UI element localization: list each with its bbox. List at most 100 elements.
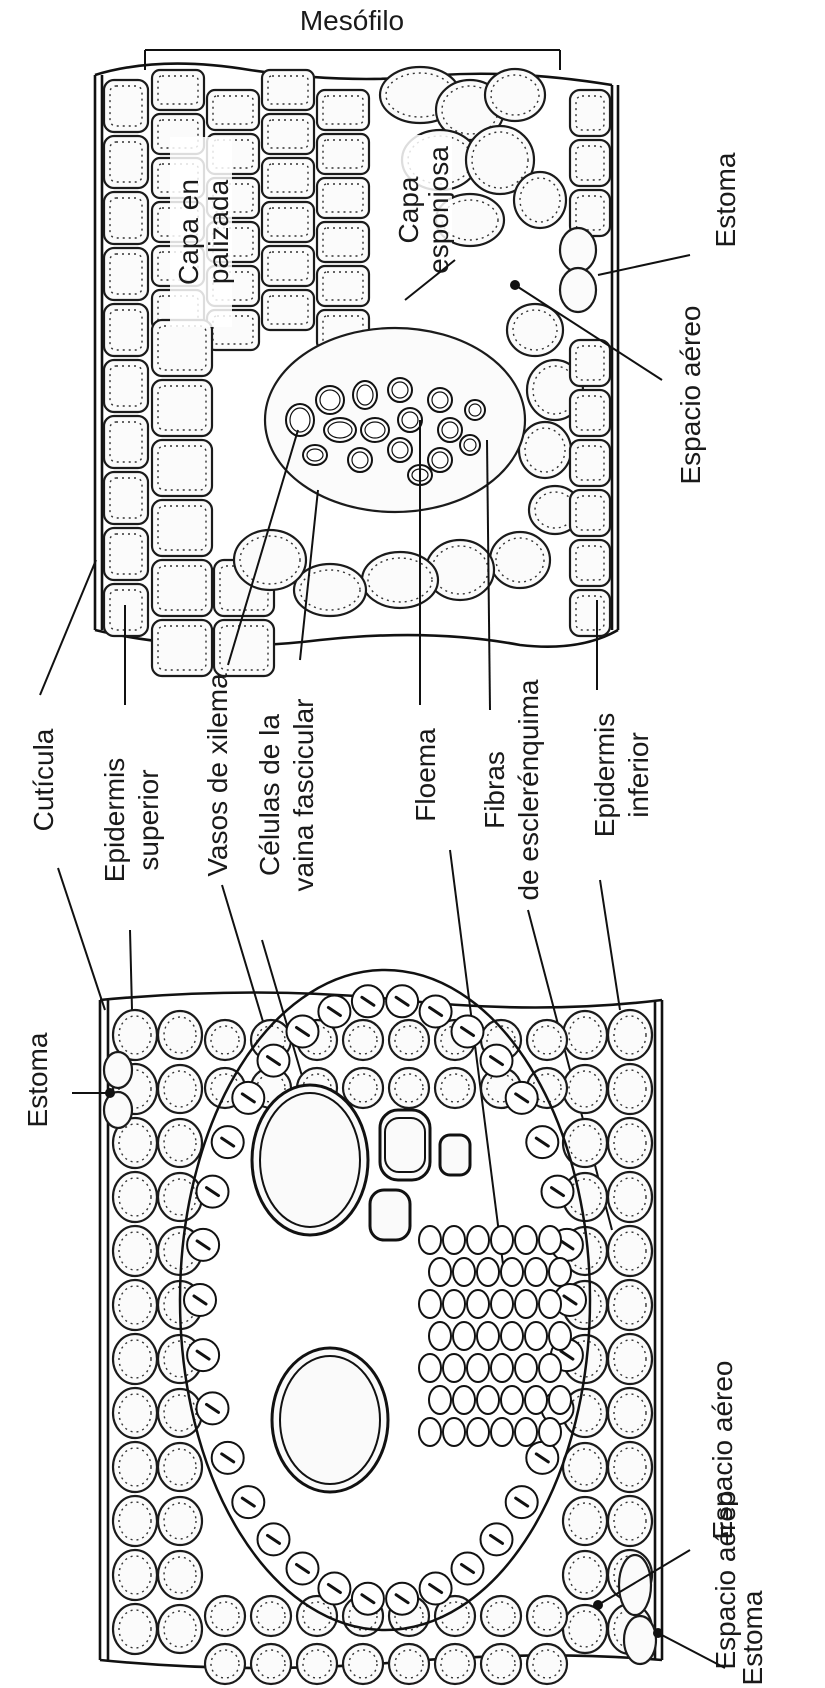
svg-text:vaina fascicular: vaina fascicular — [288, 699, 319, 892]
spongy-cell — [507, 304, 563, 356]
phloem-cell — [539, 1418, 561, 1446]
phloem-cell — [549, 1386, 571, 1414]
phloem-cell — [515, 1354, 537, 1382]
svg-text:Fibras: Fibras — [479, 751, 510, 829]
phloem-cell — [419, 1418, 441, 1446]
phloem-cell — [443, 1226, 465, 1254]
svg-text:Cutícula: Cutícula — [28, 728, 59, 831]
phloem-cell — [515, 1290, 537, 1318]
bundle-cell — [460, 435, 480, 455]
label-floema: Floema — [410, 728, 441, 822]
phloem-cell — [549, 1258, 571, 1286]
phloem-cell — [467, 1226, 489, 1254]
label-estoma-top: Estoma — [710, 152, 741, 247]
palisade-cell — [152, 440, 212, 496]
lower-epidermis-cells — [570, 90, 610, 636]
phloem-cell — [501, 1258, 523, 1286]
phloem-cell — [429, 1258, 451, 1286]
label-espacio-aereo-top: Espacio aéreo — [675, 305, 706, 484]
svg-text:de esclerénquima: de esclerénquima — [513, 679, 544, 900]
label-mesofilo: Mesófilo — [300, 5, 404, 36]
phloem-cell — [539, 1226, 561, 1254]
palisade-cell — [152, 500, 212, 556]
phloem-cell — [419, 1354, 441, 1382]
phloem-cell — [467, 1418, 489, 1446]
phloem-cell — [477, 1386, 499, 1414]
svg-text:Epidermis: Epidermis — [589, 713, 620, 837]
label-estoma-left: Estoma — [22, 1032, 53, 1127]
phloem-cell — [525, 1322, 547, 1350]
svg-text:Floema: Floema — [410, 728, 441, 822]
svg-text:Estoma: Estoma — [737, 1590, 768, 1685]
svg-text:Estoma: Estoma — [710, 152, 741, 247]
palisade-cell — [152, 380, 212, 436]
phloem-cell — [501, 1386, 523, 1414]
spongy-cell — [362, 552, 438, 608]
label-epidermis-superior: Epidermis superior — [99, 758, 164, 882]
lower-leaf-section — [100, 970, 662, 1684]
label-vasos-xilema: Vasos de xilema — [202, 673, 233, 877]
xylem-vessel-small-3 — [440, 1135, 470, 1175]
phloem-cell — [443, 1418, 465, 1446]
leader-cuticula-up — [40, 560, 96, 695]
spongy-cell — [519, 422, 571, 478]
phloem-cell — [467, 1354, 489, 1382]
phloem-cell — [453, 1258, 475, 1286]
label-capa-empalizada: Capa en palizada — [170, 137, 234, 327]
phloem-cell — [491, 1290, 513, 1318]
spongy-cell — [490, 532, 550, 588]
phloem-cell — [419, 1290, 441, 1318]
phloem-cell — [443, 1354, 465, 1382]
phloem-cell — [429, 1322, 451, 1350]
phloem-cell — [501, 1322, 523, 1350]
xylem-vessel-large-2 — [272, 1348, 388, 1492]
stoma-guard-cell-2 — [560, 268, 596, 312]
phloem-cell — [491, 1226, 513, 1254]
label-cuticula: Cutícula — [28, 728, 59, 831]
phloem-cell — [429, 1386, 451, 1414]
phloem-cell — [539, 1354, 561, 1382]
label-celulas-vaina: Células de la vaina fascicular — [254, 699, 319, 892]
leader-cuticula-down — [58, 868, 105, 1010]
phloem-cell — [443, 1290, 465, 1318]
mesofilo-bracket: Mesófilo — [145, 5, 560, 70]
svg-text:Estoma: Estoma — [22, 1032, 53, 1127]
svg-text:Capa en: Capa en — [173, 179, 204, 285]
svg-text:Espacio aéreo: Espacio aéreo — [675, 305, 706, 484]
palisade-cell — [152, 320, 212, 376]
spongy-cell — [485, 69, 545, 121]
xylem-vessel-small-2 — [370, 1190, 410, 1240]
svg-text:esponjosa: esponjosa — [423, 146, 454, 274]
vascular-bundle-upper — [265, 328, 525, 512]
phloem-cell — [539, 1290, 561, 1318]
stoma-lower-right-1 — [619, 1555, 651, 1615]
svg-text:Vasos de xilema: Vasos de xilema — [202, 673, 233, 877]
spongy-cell — [514, 172, 566, 228]
leader-epidermis-inferior-down — [600, 880, 620, 1010]
palisade-cell — [214, 620, 274, 676]
phloem-cell — [453, 1322, 475, 1350]
label-epidermis-inferior: Epidermis inferior — [589, 713, 654, 837]
phloem-cell — [525, 1386, 547, 1414]
phloem-cell — [477, 1258, 499, 1286]
phloem-cell — [467, 1290, 489, 1318]
phloem-cell — [525, 1258, 547, 1286]
palisade-cell — [152, 560, 212, 616]
svg-text:Epidermis: Epidermis — [99, 758, 130, 882]
svg-text:palizada: palizada — [203, 179, 234, 284]
xylem-vessel-large-1 — [252, 1085, 368, 1235]
label-estoma-bottom: Estoma — [737, 1590, 768, 1685]
bundle-cell — [465, 400, 485, 420]
phloem-cell — [549, 1322, 571, 1350]
stoma-lower-left-1 — [104, 1052, 132, 1088]
stoma-guard-cell-1 — [560, 228, 596, 272]
phloem-cell — [491, 1418, 513, 1446]
label-capa-esponjosa: Capa esponjosa — [390, 135, 454, 285]
palisade-cell — [152, 620, 212, 676]
phloem-cell — [419, 1226, 441, 1254]
svg-text:superior: superior — [133, 769, 164, 870]
label-fibras-esclerenquima: Fibras de esclerénquima — [479, 679, 544, 900]
xylem-vessel-small-1 — [380, 1110, 430, 1180]
